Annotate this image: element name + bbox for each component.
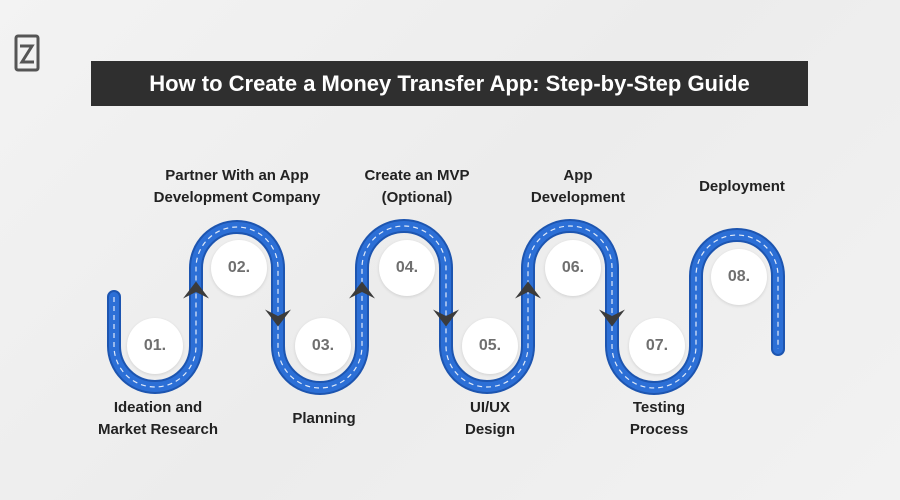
step-07-label: Testing Process xyxy=(564,397,754,441)
step-04-label: Create an MVP (Optional) xyxy=(322,165,512,209)
step-05-label: UI/UX Design xyxy=(395,397,585,441)
arrow-down-icon-3 xyxy=(599,309,625,327)
step-04-label-line-1: Create an MVP xyxy=(364,167,470,184)
arrow-down-icon-2 xyxy=(433,309,459,327)
arrow-down-icon-1 xyxy=(265,309,291,327)
page-title: How to Create a Money Transfer App: Step… xyxy=(91,61,808,106)
step-07-label-line-1: Testing xyxy=(632,399,686,416)
step-06-label: App Development xyxy=(483,165,673,209)
step-08-label: Deployment xyxy=(647,176,837,198)
arrow-up-icon-3 xyxy=(515,281,541,299)
step-03-number: 03. xyxy=(295,318,351,374)
step-01-label-line-2: Market Research xyxy=(97,421,219,438)
step-04-number: 04. xyxy=(379,240,435,296)
step-04-label-line-2: (Optional) xyxy=(381,189,453,206)
step-06-label-line-2: Development xyxy=(530,189,626,206)
step-02-number: 02. xyxy=(211,240,267,296)
step-01-label-line-1: Ideation and xyxy=(113,399,203,416)
step-07-label-line-2: Process xyxy=(629,421,689,438)
logo-icon xyxy=(14,34,40,72)
arrow-up-icon-2 xyxy=(349,281,375,299)
step-02-label-line-1: Partner With an App xyxy=(165,167,309,184)
step-03-label-line-1: Planning xyxy=(292,410,356,427)
step-06-number: 06. xyxy=(545,240,601,296)
step-08-label-line-1: Deployment xyxy=(699,178,785,195)
step-07-number: 07. xyxy=(629,318,685,374)
step-01-label: Ideation and Market Research xyxy=(63,397,253,441)
step-02-label: Partner With an App Development Company xyxy=(142,165,332,209)
arrow-up-icon-1 xyxy=(183,281,209,299)
step-03-label: Planning xyxy=(229,408,419,430)
step-08-number: 08. xyxy=(711,249,767,305)
step-05-number: 05. xyxy=(462,318,518,374)
step-01-number: 01. xyxy=(127,318,183,374)
step-02-label-line-2: Development Company xyxy=(153,189,321,206)
step-05-label-line-1: UI/UX xyxy=(469,399,510,416)
step-06-label-line-1: App xyxy=(563,167,593,184)
step-05-label-line-2: Design xyxy=(464,421,515,438)
track-dashed-centerline xyxy=(113,225,779,389)
